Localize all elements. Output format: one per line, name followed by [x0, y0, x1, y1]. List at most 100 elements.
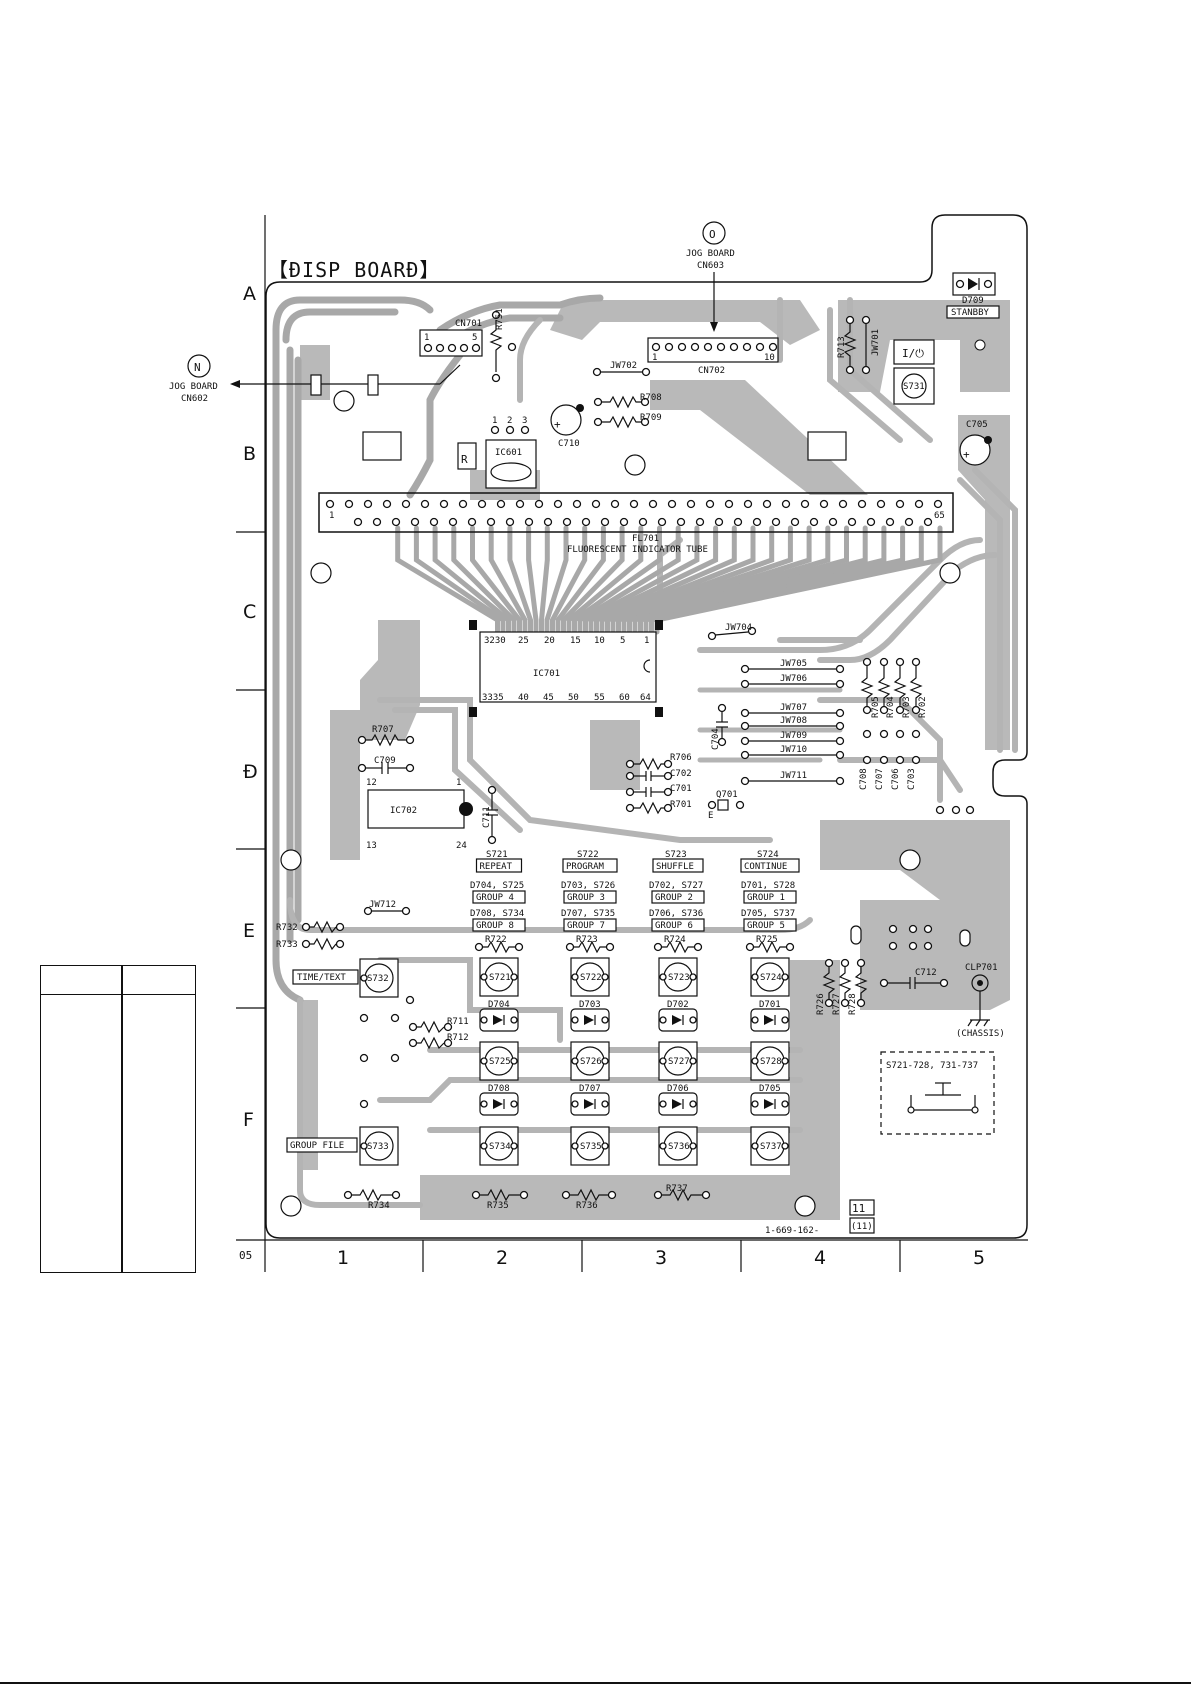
col-label-2: 2	[496, 1247, 508, 1269]
jw704-label: JW704	[725, 623, 752, 633]
svg-text:10: 10	[594, 636, 605, 646]
svg-text:+: +	[963, 448, 970, 461]
jw711-jumper: JW711	[740, 771, 845, 786]
svg-text:3335: 3335	[482, 693, 504, 703]
group-bottom-label: GROUP 8	[476, 921, 514, 931]
board-title: 【ĐISP BOARĐ】	[268, 258, 440, 282]
r737-label: R737	[666, 1184, 688, 1194]
group-bottom-ref: D706, S736	[649, 909, 703, 919]
r751-resistor: R751	[489, 308, 517, 383]
c705-capacitor: C705 +	[959, 420, 992, 466]
svg-text:R705: R705	[871, 696, 881, 718]
jw702-jumper: JW702	[592, 361, 651, 377]
switch-label: S728	[760, 1057, 782, 1067]
group-bottom-ref: D707, S735	[561, 909, 615, 919]
function-label: CONTINUE	[744, 862, 787, 872]
group-bottom-label: GROUP 5	[747, 921, 785, 931]
fl701-pin1: 1	[329, 511, 334, 521]
function-label: PROGRAM	[566, 862, 605, 872]
svg-text:R727: R727	[832, 993, 842, 1015]
resistor-label: R725	[756, 935, 778, 945]
jw708-label: JW708	[780, 716, 807, 726]
chassis-label: (CHASSIS)	[956, 1029, 1005, 1039]
jog-board-cn602-ref: N JOG BOARD CN602	[169, 354, 461, 404]
led-label: D706	[667, 1084, 689, 1094]
jw712-jumper: JW712	[363, 900, 411, 916]
jw709-label: JW709	[780, 731, 807, 741]
led: D708	[479, 1084, 519, 1116]
tact-switch: S735	[570, 1126, 610, 1166]
col-label-5: 5	[973, 1247, 985, 1269]
jog-left-line1: JOG BOARD	[169, 382, 218, 392]
group-bottom-ref: D705, S737	[741, 909, 795, 919]
c712-label: C712	[915, 968, 937, 978]
q701-label: Q701	[716, 790, 738, 800]
clp701-label: CLP701	[965, 963, 998, 973]
tact-switch: S736	[658, 1126, 698, 1166]
fl701-label: FL701	[632, 534, 659, 544]
c705-label: C705	[966, 420, 988, 430]
cn701-connector: CN701 1 5	[310, 319, 483, 412]
r736-resistor: R736	[561, 1188, 617, 1211]
col-label-1: 1	[337, 1247, 349, 1269]
jog-top-line1: JOG BOARD	[686, 249, 735, 259]
row-label-d: Đ	[243, 761, 258, 783]
r713-resistor: R713	[837, 315, 857, 375]
svg-text:50: 50	[568, 693, 579, 703]
svg-text:25: 25	[518, 636, 529, 646]
switch-label: S736	[668, 1142, 690, 1152]
jw706-jumper: JW706	[740, 674, 845, 689]
row-label-c: C	[243, 601, 256, 623]
c702-capacitor: C702	[625, 769, 692, 781]
switch-label: S734	[489, 1142, 511, 1152]
jw701-jumper: JW701	[861, 315, 881, 375]
part-number-label: 1-669-162-	[765, 1226, 819, 1236]
fl701-pin65: 65	[934, 511, 945, 521]
d709-led: D709 STANBBY	[946, 272, 1000, 319]
switch-label: S735	[580, 1142, 602, 1152]
group-top-ref: D704, S725	[470, 881, 524, 891]
resistor-label: R724	[664, 935, 686, 945]
jw707-label: JW707	[780, 703, 807, 713]
switch-label: S722	[580, 973, 602, 983]
svg-text:C708: C708	[859, 768, 869, 790]
switch-legend-box: S721-728, 731-737	[880, 1051, 995, 1135]
r734-label: R734	[368, 1201, 390, 1211]
page-bottom-rule	[0, 1682, 1191, 1684]
switch-legend-label: S721-728, 731-737	[886, 1061, 978, 1071]
svg-text:5: 5	[472, 333, 477, 343]
row-label-f: F	[243, 1109, 254, 1131]
r712-resistor: R712	[408, 1033, 469, 1050]
s731-switch: I/⏻ S731	[893, 339, 935, 405]
led: D704	[479, 1000, 519, 1032]
fl701-pads	[325, 499, 943, 527]
fl701-fingers	[395, 525, 943, 635]
row-label-b: B	[243, 443, 256, 465]
cn702-label: CN702	[698, 366, 725, 376]
svg-text:5: 5	[620, 636, 625, 646]
svg-text:R726: R726	[816, 993, 826, 1015]
r732-label: R732	[276, 923, 298, 933]
svg-text:1: 1	[652, 353, 657, 363]
svg-text:R: R	[461, 453, 468, 466]
connector-marker-o: O	[709, 228, 716, 241]
c711-label: C711	[482, 806, 492, 828]
switch-label: S737	[760, 1142, 782, 1152]
svg-text:1: 1	[644, 636, 649, 646]
jog-board-cn603-ref: O JOG BOARD CN603	[686, 221, 735, 332]
svg-text:20: 20	[544, 636, 555, 646]
ic701-label: IC701	[533, 669, 560, 679]
standby-label: STANBBY	[951, 308, 990, 318]
svg-text:60: 60	[619, 693, 630, 703]
row-label-a: A	[243, 283, 256, 305]
c710-label: C710	[558, 439, 580, 449]
jw710-jumper: JW710	[740, 745, 845, 760]
svg-text:R728: R728	[848, 993, 858, 1015]
cn702-connector: 1 10 CN702	[647, 337, 779, 376]
group-file-label: GROUP FILE	[290, 1141, 344, 1151]
r735-label: R735	[487, 1201, 509, 1211]
led: D706	[658, 1084, 698, 1116]
switch-id-label: S724	[757, 850, 779, 860]
c702-label: C702	[670, 769, 692, 779]
